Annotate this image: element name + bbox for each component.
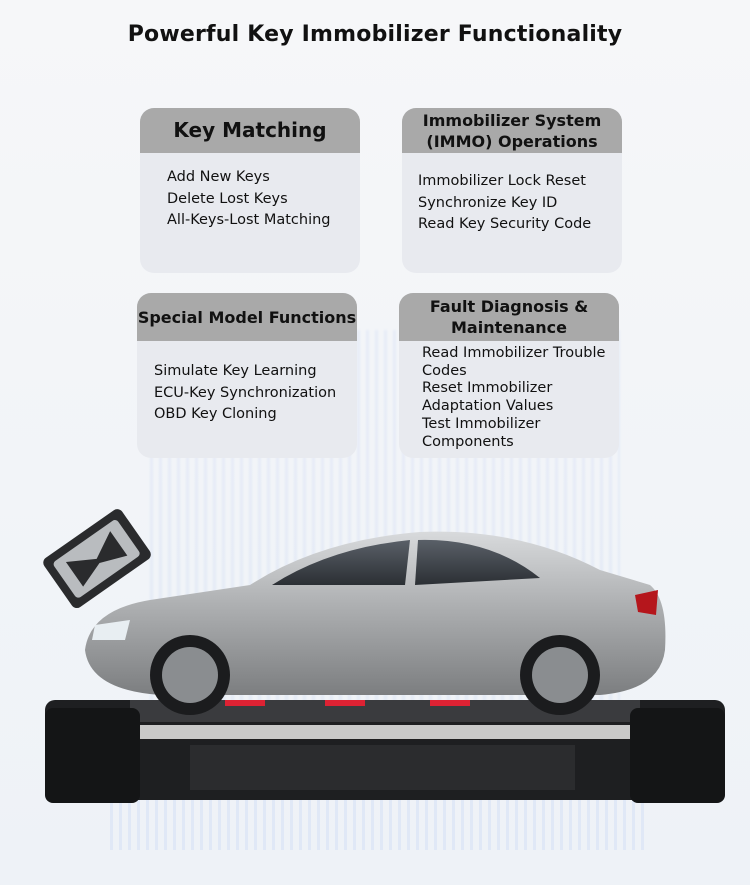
- list-item: All-Keys-Lost Matching: [167, 212, 331, 228]
- list-item: ECU-Key Synchronization: [154, 384, 337, 401]
- list-item: Read Key Security Code: [418, 216, 592, 232]
- card-header-line: (IMMO) Operations: [426, 131, 598, 151]
- list-item: Add New Keys: [167, 169, 270, 185]
- list-item: Synchronize Key ID: [418, 194, 558, 211]
- list-item: Immobilizer Lock Reset: [418, 173, 586, 189]
- card-header-line: Fault Diagnosis &: [429, 297, 589, 316]
- list-item: Reset Immobilizer: [422, 380, 553, 397]
- card-header: Special Model Functions: [137, 293, 357, 341]
- car-icon: [85, 531, 666, 715]
- card-header-line: Immobilizer System: [422, 110, 602, 130]
- card-header: Fault Diagnosis & Maintenance: [399, 293, 619, 341]
- card-special-model-functions: Special Model Functions Simulate Key Lea…: [137, 293, 357, 458]
- card-immo-operations: Immobilizer System(IMMO) Operations Immo…: [402, 108, 622, 273]
- list-item: Components: [422, 433, 514, 450]
- page-title: Powerful Key Immobilizer Functionality: [127, 22, 623, 47]
- list-item: Adaptation Values: [422, 398, 554, 415]
- car-on-scanner-illustration: [43, 509, 725, 803]
- list-item: Test Immobilizer: [422, 415, 541, 432]
- obd-dongle-icon: [43, 509, 151, 609]
- list-item: OBD Key Cloning: [154, 406, 277, 422]
- card-header-line: Maintenance: [450, 318, 567, 337]
- card-header: Key Matching: [140, 108, 360, 153]
- list-item: Read Immobilizer Trouble: [422, 345, 606, 361]
- card-header: Immobilizer System(IMMO) Operations: [402, 108, 622, 153]
- card-fault-diagnosis: Fault Diagnosis & Maintenance Read Immobi…: [399, 293, 619, 458]
- card-key-matching: Key Matching Add New Keys Delete Lost Ke…: [140, 108, 360, 273]
- list-item: Simulate Key Learning: [154, 363, 317, 379]
- list-item: Codes: [422, 362, 467, 379]
- list-item: Delete Lost Keys: [167, 190, 288, 207]
- scanner-platform: [45, 700, 725, 803]
